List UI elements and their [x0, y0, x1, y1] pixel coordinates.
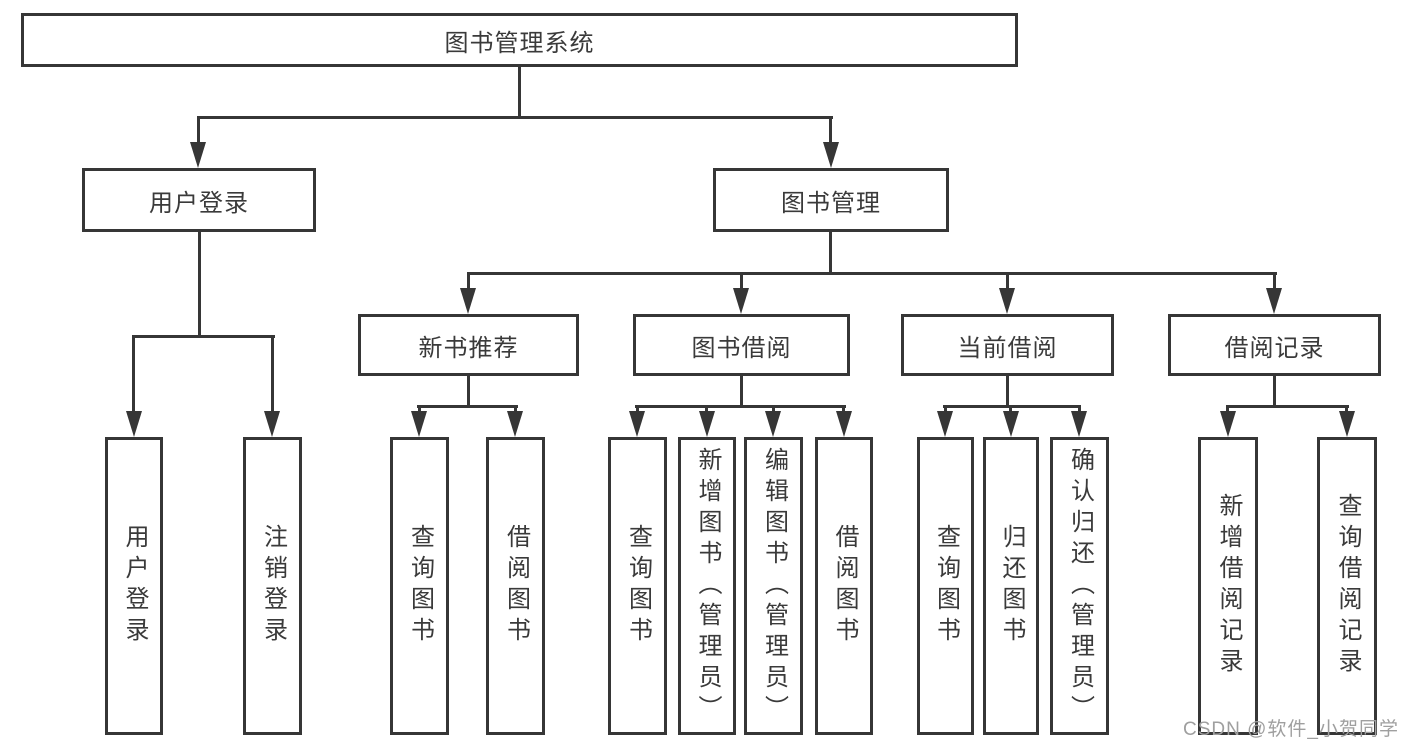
leaf-label: 确认归还（管理员）	[1066, 446, 1094, 726]
watermark: CSDN @软件_小贺同学	[1183, 719, 1399, 740]
arrowhead-icon	[1339, 411, 1355, 437]
arrowhead-icon	[190, 142, 206, 168]
leaf-return-books: 归还图书	[983, 437, 1039, 735]
node-user-login: 用户登录	[82, 168, 316, 232]
connector-line	[635, 405, 846, 408]
node-current-borrow-label: 当前借阅	[957, 334, 1058, 362]
connector-line	[1006, 376, 1009, 407]
arrowhead-icon	[733, 288, 749, 314]
connector-line	[518, 67, 521, 119]
leaf-query-books-2: 查询图书	[608, 437, 667, 735]
leaf-query-borrow-record: 查询借阅记录	[1317, 437, 1377, 735]
node-book-borrow: 图书借阅	[633, 314, 850, 376]
arrowhead-icon	[699, 411, 715, 437]
leaf-confirm-return-admin: 确认归还（管理员）	[1050, 437, 1109, 735]
arrowhead-icon	[999, 288, 1015, 314]
arrowhead-icon	[507, 411, 523, 437]
node-book-management: 图书管理	[713, 168, 949, 232]
leaf-add-borrow-record: 新增借阅记录	[1198, 437, 1258, 735]
node-user-login-label: 用户登录	[149, 189, 249, 217]
arrowhead-icon	[937, 411, 953, 437]
connector-line	[271, 338, 274, 413]
arrowhead-icon	[1071, 411, 1087, 437]
leaf-label: 借阅图书	[502, 524, 530, 648]
connector-line	[467, 272, 1277, 275]
leaf-logout: 注销登录	[243, 437, 302, 735]
connector-line	[1226, 405, 1349, 408]
connector-line	[1273, 275, 1276, 291]
arrowhead-icon	[836, 411, 852, 437]
arrowhead-icon	[411, 411, 427, 437]
leaf-label: 新增图书（管理员）	[694, 446, 721, 726]
leaf-label: 借阅图书	[831, 524, 858, 648]
node-new-book-recommend-label: 新书推荐	[418, 334, 519, 362]
node-borrow-records-label: 借阅记录	[1224, 334, 1325, 362]
leaf-query-books-1: 查询图书	[390, 437, 449, 735]
arrowhead-icon	[823, 142, 839, 168]
node-book-borrow-label: 图书借阅	[691, 334, 792, 362]
connector-line	[740, 376, 743, 407]
node-borrow-records: 借阅记录	[1168, 314, 1381, 376]
node-root-label: 图书管理系统	[444, 29, 595, 57]
connector-line	[829, 119, 832, 146]
leaf-borrow-books-2: 借阅图书	[815, 437, 873, 735]
connector-line	[198, 232, 201, 338]
leaf-query-books-3: 查询图书	[917, 437, 974, 735]
arrowhead-icon	[460, 288, 476, 314]
connector-line	[197, 119, 200, 146]
connector-line	[417, 405, 518, 408]
leaf-edit-books-admin: 编辑图书（管理员）	[744, 437, 803, 735]
leaf-label: 查询图书	[624, 524, 652, 648]
arrowhead-icon	[1220, 411, 1236, 437]
leaf-label: 查询借阅记录	[1334, 493, 1361, 679]
connector-line	[943, 405, 1081, 408]
leaf-label: 归还图书	[998, 524, 1025, 648]
connector-line	[467, 376, 470, 407]
connector-line	[740, 275, 743, 291]
connector-line	[1273, 376, 1276, 407]
leaf-label: 查询图书	[932, 524, 960, 648]
connector-line	[1006, 275, 1009, 291]
arrowhead-icon	[1266, 288, 1282, 314]
leaf-label: 新增借阅记录	[1215, 493, 1242, 679]
connector-line	[467, 275, 470, 291]
arrowhead-icon	[629, 411, 645, 437]
node-new-book-recommend: 新书推荐	[358, 314, 579, 376]
node-book-management-label: 图书管理	[781, 189, 881, 217]
leaf-label: 用户登录	[121, 524, 148, 648]
leaf-user-login: 用户登录	[105, 437, 163, 735]
connector-line	[132, 338, 135, 413]
leaf-borrow-books-1: 借阅图书	[486, 437, 545, 735]
connector-line	[197, 116, 833, 119]
arrowhead-icon	[1003, 411, 1019, 437]
arrowhead-icon	[264, 411, 280, 437]
leaf-label: 编辑图书（管理员）	[760, 446, 788, 726]
node-root: 图书管理系统	[21, 13, 1018, 67]
leaf-label: 注销登录	[259, 524, 287, 648]
connector-line	[132, 335, 275, 338]
node-current-borrow: 当前借阅	[901, 314, 1114, 376]
connector-line	[829, 232, 832, 274]
leaf-add-books-admin: 新增图书（管理员）	[678, 437, 736, 735]
arrowhead-icon	[765, 411, 781, 437]
leaf-label: 查询图书	[406, 524, 434, 648]
arrowhead-icon	[126, 411, 142, 437]
